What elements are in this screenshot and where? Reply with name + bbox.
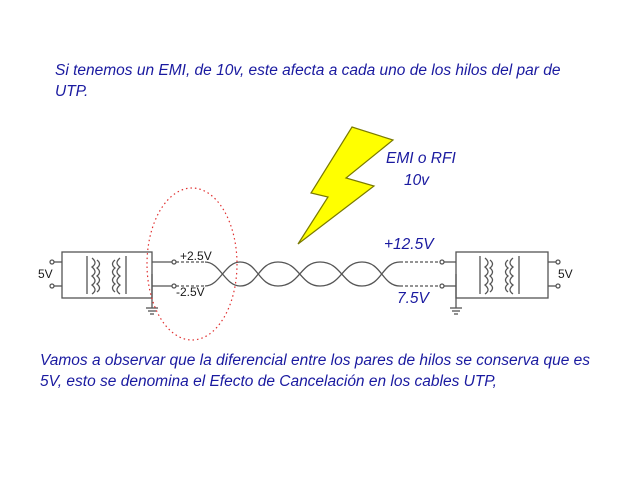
emi-label: EMI o RFI bbox=[386, 150, 456, 167]
left-bottom-voltage: -2.5V bbox=[176, 285, 205, 299]
intro-text: Si tenemos un EMI, de 10v, este afecta a… bbox=[55, 62, 561, 100]
emi-value: 10v bbox=[404, 172, 429, 189]
bottom-wire-voltage: 7.5V bbox=[397, 290, 429, 307]
lightning-bolt-icon bbox=[297, 126, 395, 245]
left-source-voltage: 5V bbox=[38, 267, 53, 281]
right-transformer bbox=[439, 251, 561, 315]
conclusion-text: Vamos a observar que la diferencial entr… bbox=[40, 352, 590, 390]
right-source-voltage: 5V bbox=[558, 267, 573, 281]
twisted-pair-cable bbox=[176, 261, 440, 287]
left-transformer bbox=[49, 251, 177, 315]
highlight-circle bbox=[146, 187, 238, 341]
left-top-voltage: +2.5V bbox=[180, 249, 212, 263]
top-wire-voltage: +12.5V bbox=[384, 236, 434, 253]
